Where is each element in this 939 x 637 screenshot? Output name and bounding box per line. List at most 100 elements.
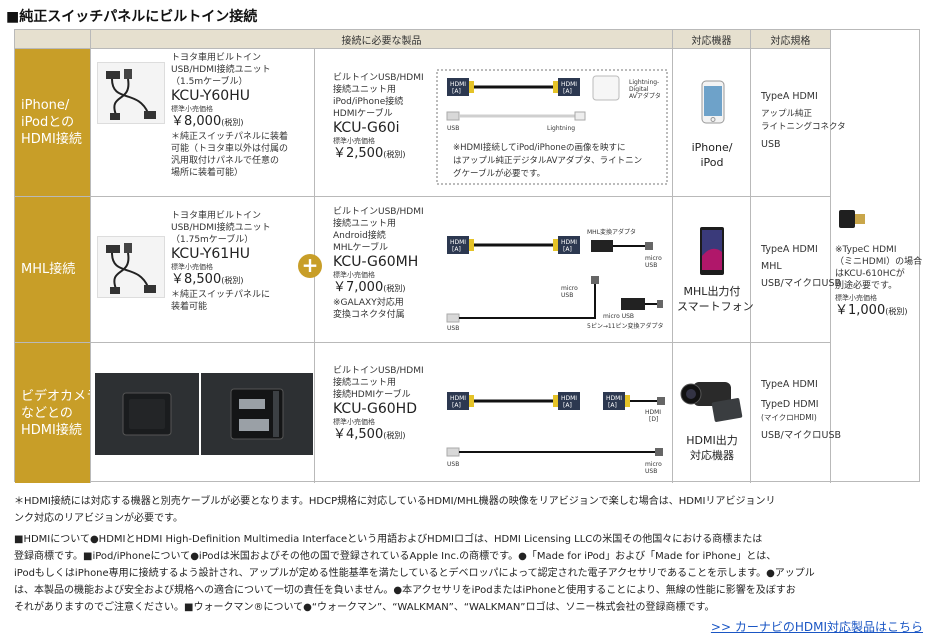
device-cell-videocam [673, 343, 751, 483]
smartphone-icon [700, 227, 724, 275]
svg-text:USB: USB [447, 325, 459, 332]
unit-y60hu-photo [97, 62, 165, 124]
typec-adapter-icon [839, 210, 865, 228]
mhl-adapter-icon [591, 240, 613, 252]
hdmi-connector-icon [447, 236, 469, 254]
unit-y61hu-info: トヨタ車用ビルトイン USB/HDMI接続ユニット （1.75mケーブル） KC… [171, 211, 271, 312]
spec-cell-2 [751, 197, 831, 343]
videocam-icon [680, 382, 743, 422]
svg-text:USB: USB [447, 461, 459, 468]
hdmi-connector-icon [603, 392, 625, 410]
svg-text:micro USB: micro USB [603, 313, 634, 320]
svg-text:HDMI: HDMI [561, 81, 577, 88]
cable-g60hd-model: KCU-G60HD [333, 401, 417, 417]
svg-text:HDMI: HDMI [450, 81, 466, 88]
spec-list-2: TypeA HDMI MHL USB/マイクロUSB [761, 244, 842, 289]
hdmi-connector-icon [558, 236, 580, 254]
cable-g60hd-price: ￥4,500(税別) [333, 427, 406, 442]
svg-text:micro: micro [561, 285, 578, 292]
cable-g60hd-diagram: HDMI [A] HDMI [A] HDMI [A] HDMI [D] USB … [446, 392, 665, 475]
svg-text:HDMI: HDMI [450, 239, 466, 246]
hdmi-connector-icon [558, 392, 580, 410]
av-adapter-icon [592, 75, 620, 101]
spec-cell-3 [751, 343, 831, 483]
unit-y60hu-info: トヨタ車用ビルトイン USB/HDMI接続ユニット （1.5mケーブル） KCU… [171, 53, 289, 178]
svg-text:MHL変換アダプタ: MHL変換アダプタ [587, 228, 636, 236]
svg-text:micro: micro [645, 461, 662, 468]
svg-text:Digital: Digital [629, 86, 649, 93]
header-products: 接続に必要な製品 [91, 30, 673, 49]
legal-notices: ■HDMIについて●HDMIとHDMI High-Definition Mult… [14, 534, 815, 613]
hdmi-products-link[interactable]: >> カーナビのHDMI対応製品はこちら [710, 620, 923, 634]
usb-connector-icon [446, 313, 460, 323]
device-cell-smartphone [673, 197, 751, 343]
unit-y61hu-photo [97, 236, 165, 298]
svg-text:はアップル純正デジタルAVアダプタ、ライトニン: はアップル純正デジタルAVアダプタ、ライトニン [453, 155, 642, 166]
cable-g60hd-info: ビルトインUSB/HDMI 接続ユニット用 接続HDMIケーブル KCU-G60… [333, 366, 424, 442]
usb-connector-icon [446, 111, 460, 121]
usb-connector-icon [446, 447, 460, 457]
svg-text:[A]: [A] [452, 246, 461, 253]
cable-g60i-model: KCU-G60i [333, 120, 400, 136]
svg-text:USB: USB [645, 468, 657, 475]
svg-text:[A]: [A] [608, 402, 617, 409]
unit-y60hu-model: KCU-Y60HU [171, 88, 250, 104]
hdmi-connector-icon [447, 78, 469, 96]
spec-list-1: TypeA HDMI アップル純正 ライトニングコネクタ USB [761, 91, 846, 150]
svg-text:[A]: [A] [452, 88, 461, 95]
cable-g60mh-diagram: HDMI [A] HDMI [A] MHL変換アダプタ micro USB US… [446, 228, 663, 332]
svg-text:Lightning-: Lightning- [629, 79, 659, 86]
row-label-iphone: iPhone/ iPodとの HDMI接続 [15, 49, 91, 197]
spec-cell-1 [751, 49, 831, 197]
header-devices: 対応機器 [673, 30, 751, 49]
plus-icon: + [298, 254, 322, 278]
cable-g60i-diagram: HDMI [A] HDMI [A] Lightning- Digital AVア… [436, 69, 668, 185]
switch-panel-photo-closed [95, 373, 199, 455]
svg-text:HDMI: HDMI [606, 395, 622, 402]
svg-text:HDMI: HDMI [645, 409, 661, 416]
cable-g60i-info: ビルトインUSB/HDMI 接続ユニット用 iPod/iPhone接続 HDMI… [333, 73, 424, 161]
cable-cell-g60mh [315, 197, 673, 343]
lightning-connector-icon [574, 111, 586, 121]
page-title: ■純正スイッチパネルにビルトイン接続 [6, 9, 258, 25]
svg-text:HDMI: HDMI [561, 395, 577, 402]
row-label-videocam: ビデオカメラ などとの HDMI接続 [15, 343, 91, 483]
device-cell-iphone [673, 49, 751, 197]
usb-port-icon [239, 399, 265, 409]
cable-cell-g60hd [315, 343, 673, 483]
hdmi-connector-icon [558, 78, 580, 96]
svg-text:※HDMI接続してiPod/iPhoneの画像を映すに: ※HDMI接続してiPod/iPhoneの画像を映すに [453, 142, 625, 153]
hdmi-port-icon [239, 419, 269, 431]
svg-text:micro: micro [645, 255, 662, 262]
cable-g60i-price: ￥2,500(税別) [333, 146, 406, 161]
svg-text:5ピン→11ピン変換アダプタ: 5ピン→11ピン変換アダプタ [587, 322, 663, 330]
header-specs: 対応規格 [751, 30, 831, 49]
device-videocam-label: HDMI出力 対応機器 [686, 434, 738, 462]
iphone-icon [701, 80, 725, 124]
footnotes: ＊HDMI接続には対応する機器と別売ケーブルが必要となります。HDCP規格に対応… [14, 496, 776, 524]
svg-text:USB: USB [561, 292, 573, 299]
spec-list-3: TypeA HDMI TypeD HDMI (マイクロHDMI) USB/マイク… [761, 379, 842, 441]
switch-panel-photo-open [201, 373, 313, 455]
header-empty [15, 30, 91, 49]
svg-text:[A]: [A] [563, 88, 572, 95]
svg-text:HDMI: HDMI [561, 239, 577, 246]
device-smartphone-label: MHL出力付 スマートフォン [677, 285, 754, 313]
svg-text:[A]: [A] [452, 402, 461, 409]
unit-cell-switch-photo [91, 343, 315, 483]
cable-g60mh-info: ビルトインUSB/HDMI 接続ユニット用 Android接続 MHLケーブル … [333, 207, 424, 320]
svg-text:Lightning: Lightning [547, 125, 575, 132]
unit-y60hu-price: ￥8,000(税別) [171, 114, 244, 129]
svg-text:USB: USB [645, 262, 657, 269]
svg-text:[D]: [D] [649, 416, 658, 423]
unit-cell-y60hu [91, 49, 315, 197]
hdmi-connector-icon [447, 392, 469, 410]
svg-text:[A]: [A] [563, 402, 572, 409]
pin-adapter-icon [621, 298, 645, 310]
unit-y61hu-price: ￥8,500(税別) [171, 272, 244, 287]
svg-text:[A]: [A] [563, 246, 572, 253]
unit-y61hu-model: KCU-Y61HU [171, 246, 250, 262]
cable-g60mh-price: ￥7,000(税別) [333, 280, 406, 295]
device-iphone-label: iPhone/ iPod [691, 141, 733, 169]
cable-cell-g60i [315, 49, 673, 197]
